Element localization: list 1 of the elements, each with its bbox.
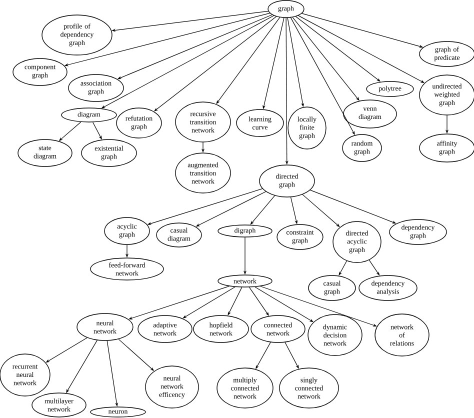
arrow: [249, 286, 269, 316]
